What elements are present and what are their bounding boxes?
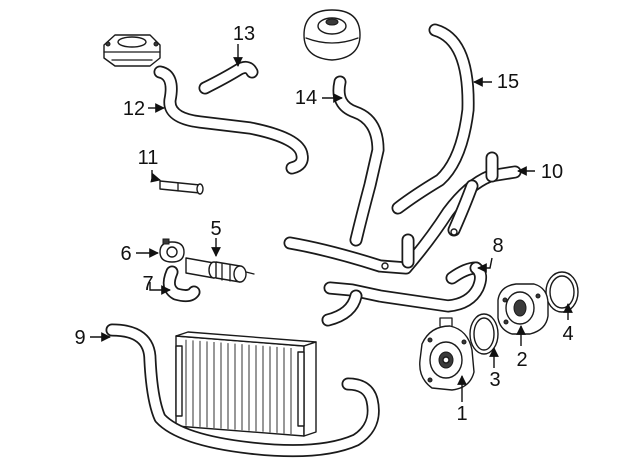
lower-coolant-pipe (321, 261, 488, 327)
part-2-thermostat-housing (497, 283, 549, 335)
part-7-small-hose (162, 265, 201, 303)
oil-cooler-top-left (103, 34, 161, 67)
part-6-clamp (159, 238, 185, 263)
callout-15: 15 (497, 71, 519, 93)
callout-8: 8 (492, 235, 503, 257)
part-1-water-pump (419, 317, 475, 391)
part-10-pipe-assembly (283, 151, 522, 275)
radiator (175, 331, 317, 437)
part-13-short-hose (198, 60, 259, 95)
callout-7: 7 (142, 273, 153, 295)
callout-12: 12 (123, 98, 145, 120)
part-9-lower-hose (105, 323, 380, 458)
part-14-hose (332, 75, 385, 247)
callout-13: 13 (233, 23, 255, 45)
callout-6: 6 (120, 243, 131, 265)
callout-4: 4 (562, 323, 573, 345)
part-11-connector-pipe (159, 180, 204, 195)
callout-3: 3 (489, 369, 500, 391)
callout-9: 9 (74, 327, 85, 349)
part-5-auxiliary-pump (185, 257, 255, 283)
expansion-tank (303, 9, 361, 61)
callout-11: 11 (138, 147, 159, 169)
callout-14: 14 (295, 87, 317, 109)
callout-2: 2 (516, 349, 527, 371)
callout-1: 1 (456, 403, 467, 425)
part-12-hose (153, 65, 309, 175)
callout-5: 5 (210, 218, 221, 240)
leader-lines (90, 44, 573, 402)
part-3-gasket (469, 313, 499, 355)
callout-10: 10 (541, 161, 563, 183)
part-4-gasket (545, 271, 579, 313)
part-15-long-hose (391, 23, 475, 215)
